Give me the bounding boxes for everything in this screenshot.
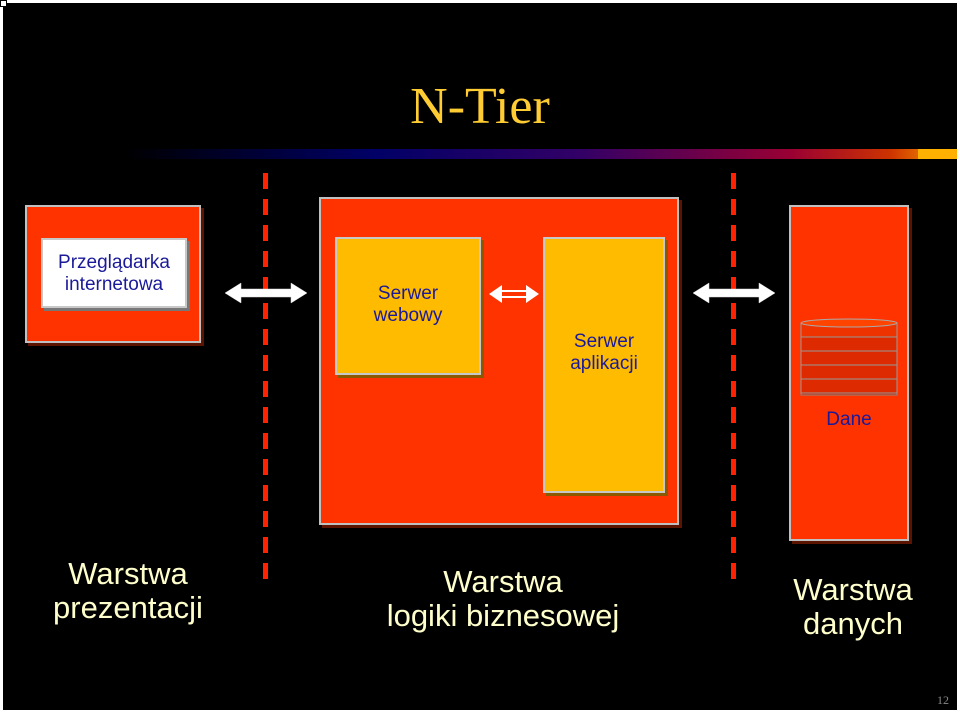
business-layer-label: Warstwa logiki biznesowej bbox=[363, 565, 643, 633]
business-layer-line1: Warstwa bbox=[443, 564, 563, 599]
bidirectional-arrow-right bbox=[693, 282, 775, 304]
tier-divider-left bbox=[263, 173, 268, 583]
business-tier-box: Serwer webowy Serwer aplikacji bbox=[319, 197, 679, 525]
database-icon bbox=[800, 318, 898, 396]
title-underline-end bbox=[918, 149, 957, 159]
browser-label: Przeglądarka internetowa bbox=[43, 252, 185, 296]
business-layer-line2: logiki biznesowej bbox=[386, 598, 620, 633]
corner-marker bbox=[0, 0, 7, 7]
web-server-label-line1: Serwer bbox=[377, 283, 439, 304]
app-server-label-line2: aplikacji bbox=[570, 353, 638, 374]
app-server-box: Serwer aplikacji bbox=[543, 237, 665, 493]
browser-label-line2: internetowa bbox=[64, 274, 164, 295]
data-layer-label: Warstwa danych bbox=[763, 573, 943, 641]
presentation-layer-label: Warstwa prezentacji bbox=[23, 557, 233, 625]
data-tier-box: Dane bbox=[789, 205, 909, 541]
data-layer-line2: danych bbox=[803, 606, 903, 641]
web-server-box: Serwer webowy bbox=[335, 237, 481, 375]
app-server-label: Serwer aplikacji bbox=[545, 331, 663, 375]
data-label: Dane bbox=[826, 409, 872, 430]
browser-label-line1: Przeglądarka bbox=[58, 252, 170, 273]
bidirectional-arrow-inner bbox=[489, 285, 539, 303]
title-underline-bar bbox=[123, 149, 957, 159]
presentation-layer-line2: prezentacji bbox=[53, 590, 203, 625]
bidirectional-arrow-left bbox=[225, 282, 307, 304]
web-server-label: Serwer webowy bbox=[337, 283, 479, 327]
app-server-label-line1: Serwer bbox=[573, 331, 635, 352]
slide-title: N-Tier bbox=[410, 78, 550, 135]
presentation-layer-line1: Warstwa bbox=[68, 556, 188, 591]
browser-box: Przeglądarka internetowa bbox=[41, 238, 187, 308]
presentation-tier-box: Przeglądarka internetowa bbox=[25, 205, 201, 343]
slide: N-Tier Przeglądarka internetowa Serwer w… bbox=[3, 3, 957, 710]
tier-divider-right bbox=[731, 173, 736, 583]
web-server-label-line2: webowy bbox=[373, 305, 443, 326]
page-number: 12 bbox=[937, 693, 949, 707]
data-layer-line1: Warstwa bbox=[793, 572, 913, 607]
